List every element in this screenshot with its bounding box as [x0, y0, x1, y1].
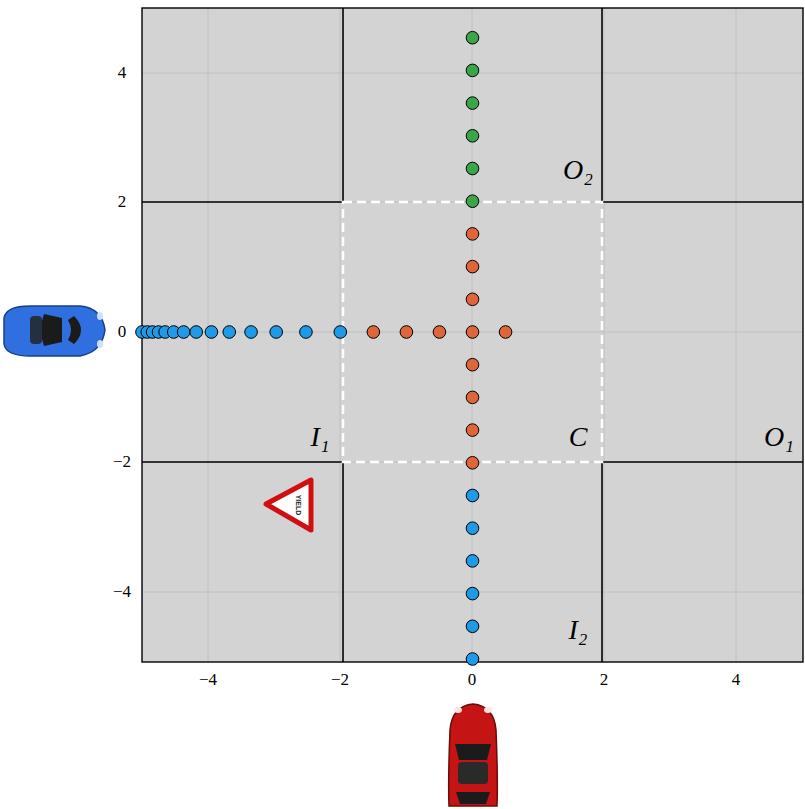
- region-label: C: [569, 421, 588, 453]
- trajectory-dot: [466, 620, 479, 633]
- trajectory-dot: [466, 228, 479, 241]
- trajectory-dot: [245, 326, 258, 339]
- trajectory-dot: [466, 391, 479, 404]
- trajectory-dot: [466, 457, 479, 470]
- trajectory-dot: [466, 489, 479, 502]
- blue-car: [4, 306, 105, 356]
- y-tick-label: 4: [118, 63, 127, 83]
- trajectory-dot: [190, 326, 203, 339]
- trajectory-dot: [400, 326, 413, 339]
- sign-text: YIELD: [295, 495, 302, 516]
- grid: [142, 8, 803, 662]
- trajectory-dot: [466, 293, 479, 306]
- region-label: O₂: [563, 154, 593, 186]
- trajectory-dot: [466, 326, 479, 339]
- trajectory-dots: [136, 31, 512, 665]
- x-tick-label: 2: [600, 670, 609, 690]
- y-tick-label: 0: [118, 322, 127, 342]
- y-tick-label: 2: [118, 192, 127, 212]
- trajectory-dot: [433, 326, 446, 339]
- plot-frame: [142, 8, 803, 662]
- plot-ground: [142, 8, 803, 662]
- trajectory-dot: [466, 195, 479, 208]
- trajectory-dot: [205, 326, 218, 339]
- trajectory-dot: [466, 260, 479, 273]
- trajectory-dot: [466, 358, 479, 371]
- trajectory-dot: [499, 326, 512, 339]
- y-tick-label: −2: [113, 452, 131, 472]
- trajectory-dot: [270, 326, 283, 339]
- y-tick-label: −4: [113, 582, 131, 602]
- trajectory-dot: [367, 326, 380, 339]
- trajectory-dot: [466, 522, 479, 535]
- trajectory-dot: [177, 326, 190, 339]
- trajectory-dot: [223, 326, 236, 339]
- trajectory-dot: [466, 162, 479, 175]
- trajectory-dot: [466, 64, 479, 77]
- trajectory-dot: [466, 587, 479, 600]
- trajectory-dot: [466, 653, 479, 666]
- trajectory-dot: [300, 326, 313, 339]
- trajectory-dot: [466, 555, 479, 568]
- trajectory-dot: [334, 326, 347, 339]
- x-tick-label: −4: [199, 670, 217, 690]
- yield-sign: [266, 480, 311, 530]
- trajectory-dot: [466, 31, 479, 44]
- trajectory-dot: [466, 424, 479, 437]
- trajectory-dot: [466, 130, 479, 143]
- region-label: I₁: [310, 421, 329, 453]
- x-tick-label: 4: [732, 670, 741, 690]
- red-car: [449, 704, 498, 806]
- region-label: O₁: [764, 421, 794, 453]
- x-tick-label: 0: [468, 670, 477, 690]
- x-tick-label: −2: [331, 670, 349, 690]
- conflict-zone: [343, 202, 602, 462]
- trajectory-dot: [466, 97, 479, 110]
- region-label: I₂: [568, 614, 587, 646]
- lane-boundaries: [142, 8, 803, 662]
